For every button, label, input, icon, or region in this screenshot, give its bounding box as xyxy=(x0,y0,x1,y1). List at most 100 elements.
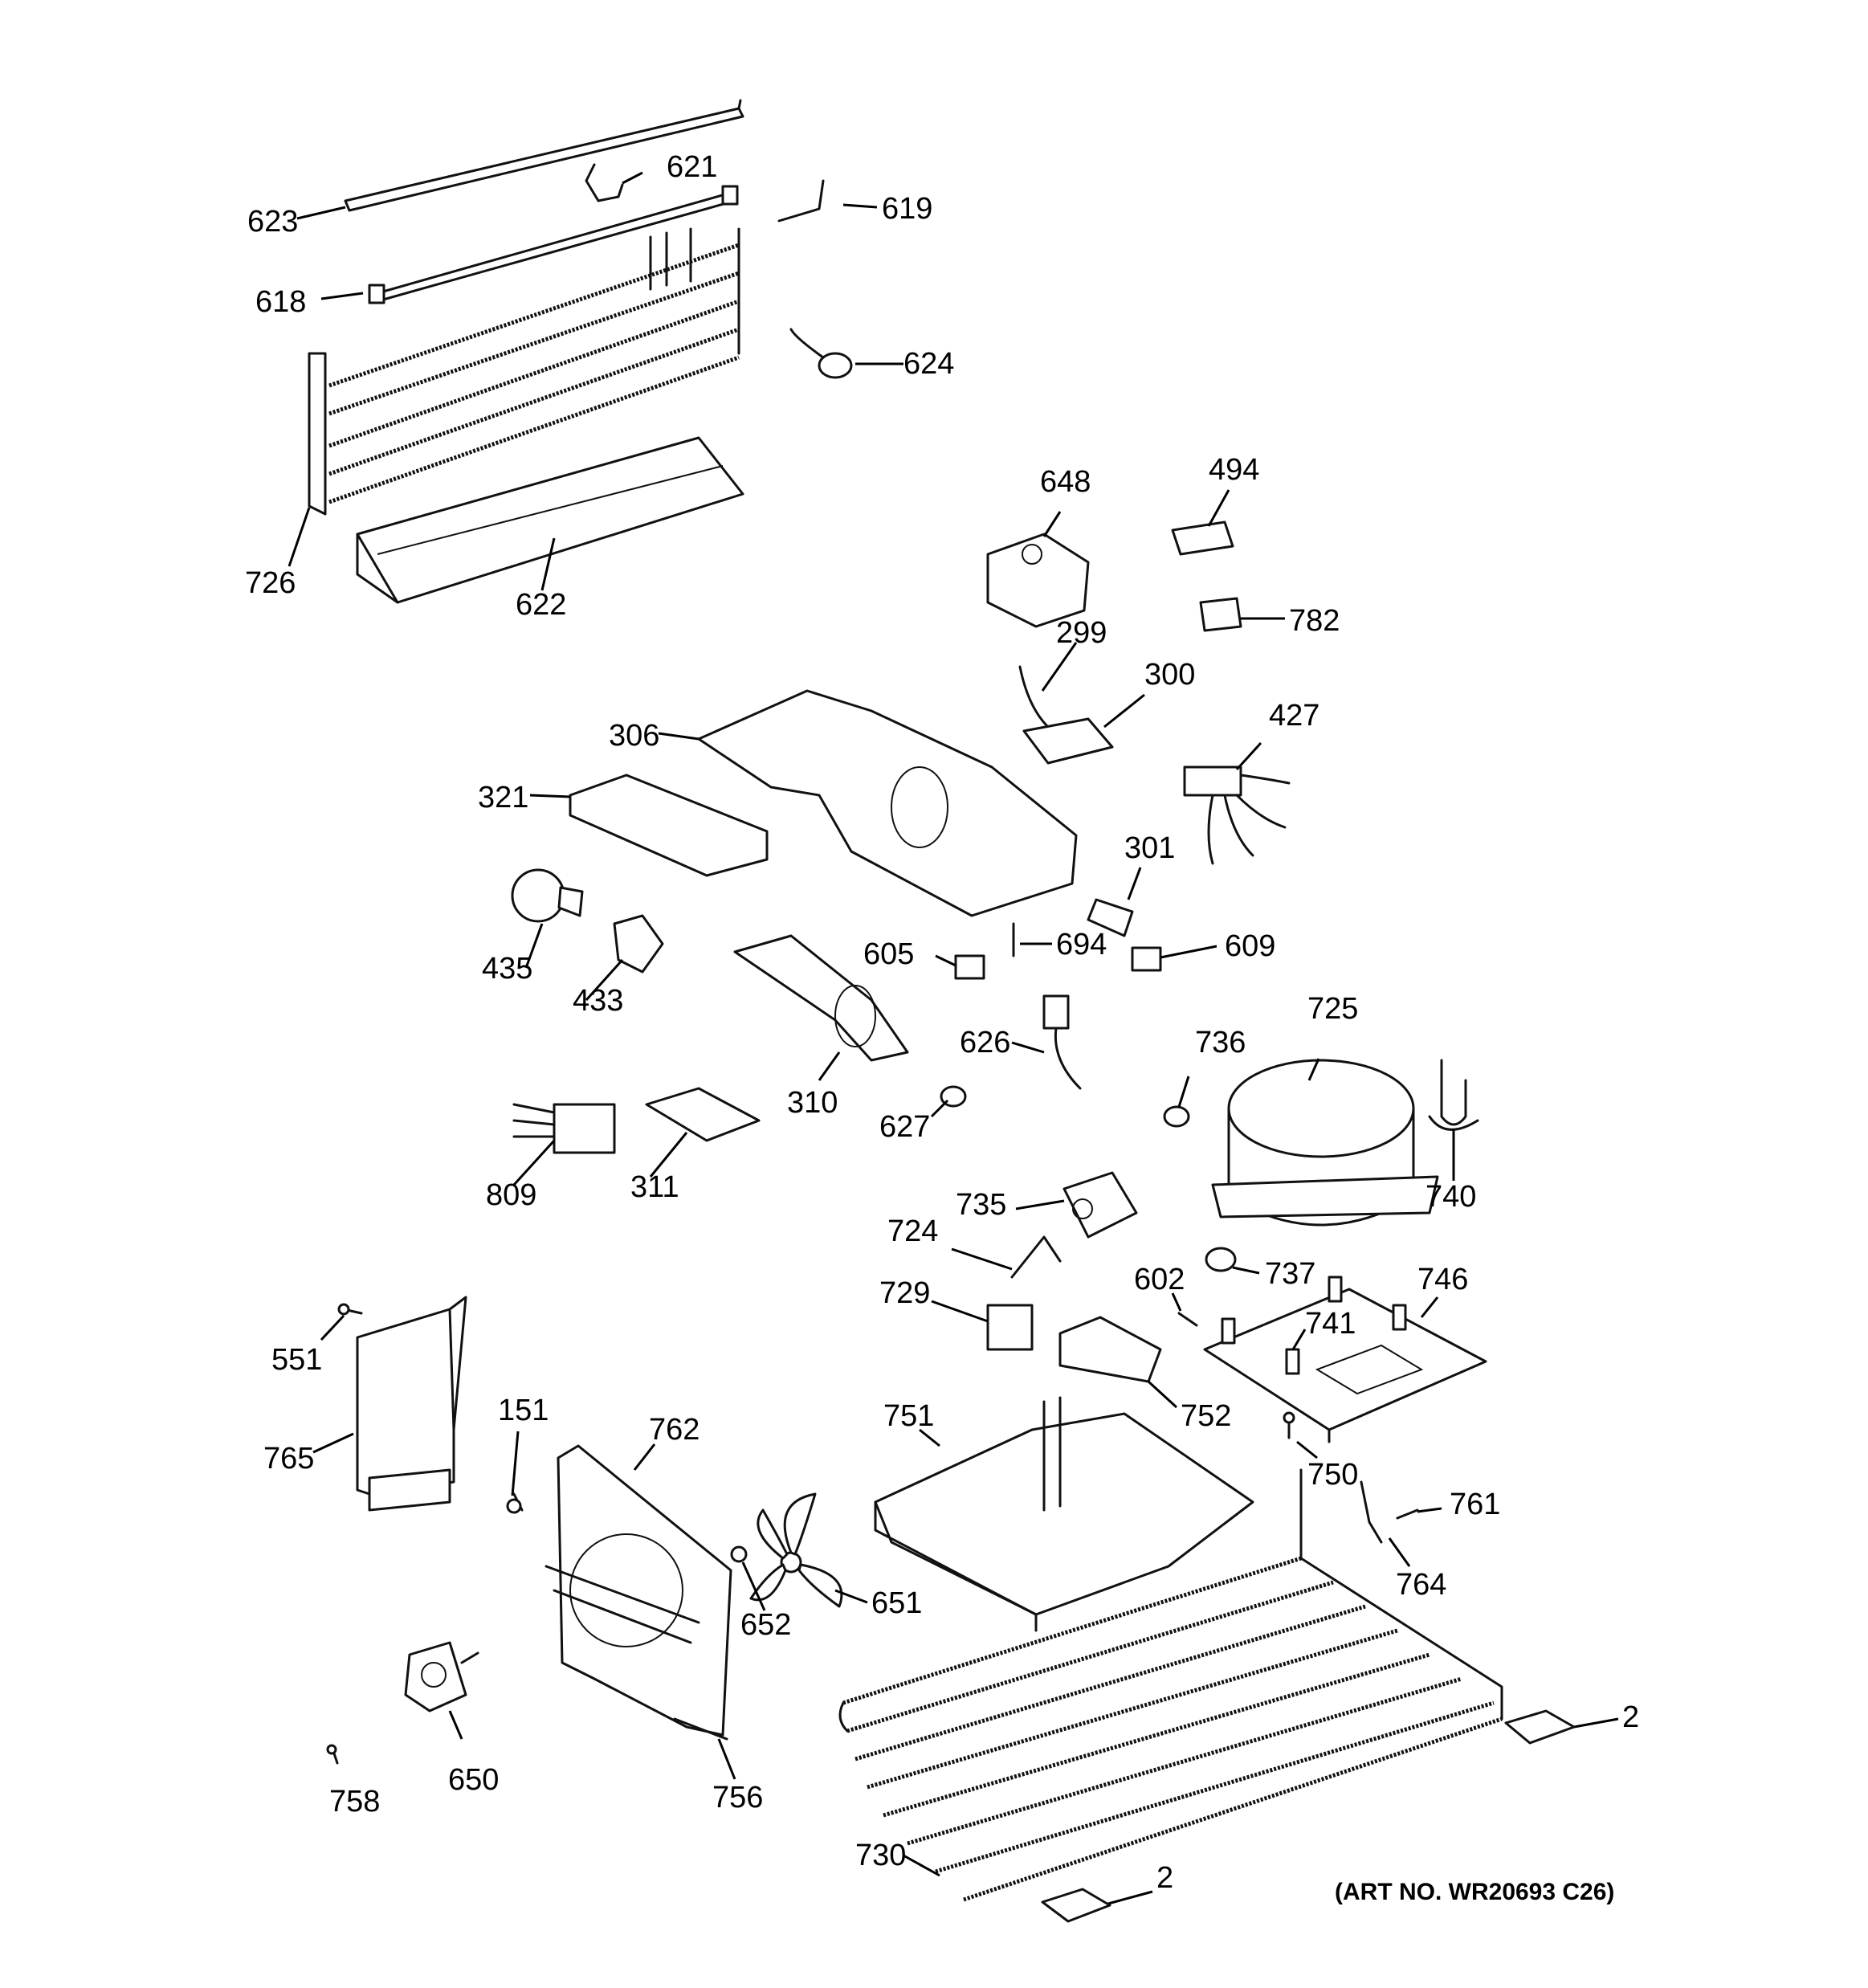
part-151-screw xyxy=(506,1492,524,1514)
part-626-cord xyxy=(1042,994,1082,1090)
part-301-lens xyxy=(1087,898,1134,937)
part-605-switch xyxy=(954,954,985,980)
callout-765: 765 xyxy=(263,1442,314,1476)
part-762-fan-shroud xyxy=(544,1444,732,1737)
callout-624: 624 xyxy=(903,347,954,381)
part-737-grommet xyxy=(1205,1247,1237,1272)
part-651-fan-blade xyxy=(749,1492,843,1608)
part-652-nut xyxy=(730,1545,748,1563)
part-746-base-plate xyxy=(1203,1276,1487,1443)
part-752-shield xyxy=(1058,1316,1162,1383)
part-809-harness xyxy=(512,1103,616,1154)
part-623-bracket xyxy=(344,99,744,212)
callout-435: 435 xyxy=(482,952,532,986)
callout-761: 761 xyxy=(1450,1488,1500,1521)
callout-494: 494 xyxy=(1209,453,1259,487)
callout-740: 740 xyxy=(1425,1180,1476,1214)
callout-752: 752 xyxy=(1181,1399,1231,1433)
callout-650: 650 xyxy=(448,1763,499,1797)
part-756-bracket xyxy=(673,1717,728,1741)
part-782-switch xyxy=(1199,597,1242,632)
callout-736: 736 xyxy=(1195,1026,1246,1059)
callout-756: 756 xyxy=(712,1781,763,1815)
callout-737: 737 xyxy=(1265,1257,1315,1291)
part-619-wire xyxy=(777,179,825,222)
callout-725: 725 xyxy=(1307,992,1358,1026)
art-number: (ART NO. WR20693 C26) xyxy=(1335,1879,1614,1905)
part-740-clip xyxy=(1428,1059,1479,1131)
part-648-timer xyxy=(986,533,1090,628)
callout-605: 605 xyxy=(863,937,914,971)
callout-310: 310 xyxy=(787,1086,838,1120)
callout-651: 651 xyxy=(871,1586,922,1620)
part-735-relay xyxy=(1062,1171,1138,1239)
callout-301: 301 xyxy=(1124,831,1175,865)
part-751-drain-pan xyxy=(874,1396,1254,1632)
part-736-grommet xyxy=(1163,1105,1190,1128)
callout-782: 782 xyxy=(1289,604,1340,638)
callout-694: 694 xyxy=(1056,928,1107,961)
callout-626: 626 xyxy=(960,1026,1010,1059)
part-551-screw xyxy=(337,1303,363,1316)
part-306-control-housing xyxy=(697,689,1078,917)
callout-609: 609 xyxy=(1225,929,1275,963)
callout-623: 623 xyxy=(247,205,298,239)
callout-627: 627 xyxy=(879,1110,930,1144)
callout-729: 729 xyxy=(879,1276,930,1310)
part-764-clip xyxy=(1360,1480,1383,1544)
part-621-clip xyxy=(585,163,624,202)
part-2-pad-right xyxy=(1504,1709,1576,1745)
part-618-tube xyxy=(368,185,739,304)
callout-726: 726 xyxy=(245,566,296,600)
callout-741: 741 xyxy=(1305,1307,1356,1341)
callout-724: 724 xyxy=(887,1214,938,1248)
callout-618: 618 xyxy=(255,285,306,319)
part-310-duct-cover xyxy=(733,934,909,1062)
callout-652: 652 xyxy=(740,1608,791,1642)
part-622-drain-trough xyxy=(356,436,744,604)
callout-648: 648 xyxy=(1040,465,1091,499)
part-650-fan-motor xyxy=(404,1641,479,1712)
callout-427: 427 xyxy=(1269,699,1319,733)
callout-299: 299 xyxy=(1056,616,1107,650)
callout-809: 809 xyxy=(486,1178,536,1212)
part-300-thermostat xyxy=(1022,717,1114,765)
part-724-wire xyxy=(1010,1235,1062,1279)
part-494-connector xyxy=(1171,520,1234,556)
part-427-harness xyxy=(1183,765,1291,865)
callout-746: 746 xyxy=(1417,1263,1468,1296)
part-321-light-shield xyxy=(569,774,769,877)
callout-311: 311 xyxy=(630,1170,679,1204)
callout-758: 758 xyxy=(329,1785,380,1819)
part-729-overload xyxy=(986,1304,1034,1351)
callout-735: 735 xyxy=(956,1188,1006,1222)
callout-306: 306 xyxy=(609,719,659,753)
callout-764: 764 xyxy=(1396,1568,1446,1602)
part-761-screw xyxy=(1396,1508,1419,1520)
part-433-socket xyxy=(613,914,664,974)
part-750-screw xyxy=(1283,1411,1295,1439)
part-758-screw xyxy=(326,1744,339,1765)
callout-622: 622 xyxy=(516,588,566,622)
callout-2-right: 2 xyxy=(1622,1700,1639,1734)
callout-551: 551 xyxy=(271,1343,322,1377)
callout-433: 433 xyxy=(573,984,623,1018)
part-2-pad-bottom xyxy=(1041,1888,1111,1923)
part-624-sensor xyxy=(789,328,853,379)
callout-labels: 623 621 619 618 624 726 622 648 494 782 … xyxy=(245,150,1639,1905)
part-311-heater xyxy=(645,1087,761,1142)
callout-619: 619 xyxy=(882,192,932,226)
callout-300: 300 xyxy=(1144,658,1195,692)
callout-730: 730 xyxy=(855,1839,906,1872)
part-730-condenser-coil xyxy=(838,1468,1503,1902)
part-765-cover xyxy=(356,1296,467,1512)
part-602-screw xyxy=(1177,1312,1198,1327)
part-725-compressor xyxy=(1211,1059,1439,1227)
part-299-capillary xyxy=(1018,665,1050,729)
callout-751: 751 xyxy=(883,1399,934,1433)
callout-621: 621 xyxy=(667,150,717,184)
part-435-bulb xyxy=(511,868,584,923)
callout-750: 750 xyxy=(1307,1458,1358,1492)
